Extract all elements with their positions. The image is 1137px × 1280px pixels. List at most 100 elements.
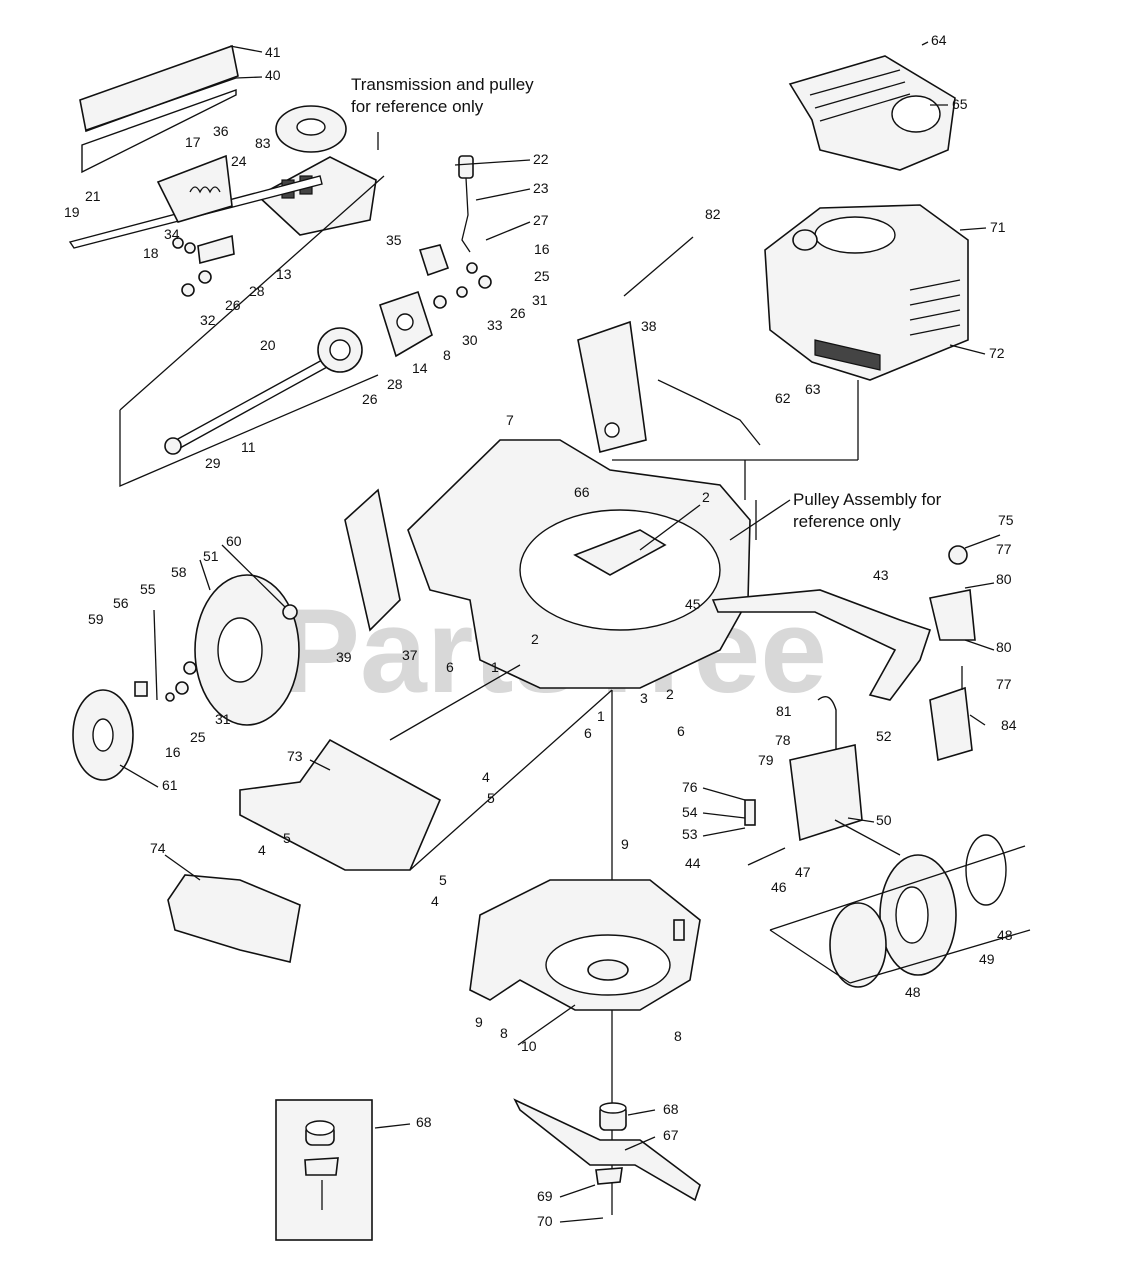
part-callout-19: 19 [64,204,80,220]
part-callout-72: 72 [989,345,1005,361]
part-callout-83: 83 [255,135,271,151]
part-callout-81: 81 [776,703,792,719]
part-callout-16: 16 [165,744,181,760]
part-callout-22: 22 [533,151,549,167]
part-callout-48: 48 [997,927,1013,943]
part-callout-27: 27 [533,212,549,228]
hubcap-48-front [829,902,887,988]
note-transmission-line1: Transmission and pulley [351,75,534,94]
nut-29 [164,437,182,455]
part-callout-73: 73 [287,748,303,764]
part-callout-45: 45 [685,596,701,612]
engine-group [612,55,969,461]
part-callout-5: 5 [487,790,495,806]
part-callout-14: 14 [412,360,428,376]
chute-73 [239,738,442,871]
part-callout-6: 6 [584,725,592,741]
part-callout-8: 8 [443,347,451,363]
bracket-13 [197,234,235,265]
part-callout-76: 76 [682,779,698,795]
part-callout-35: 35 [386,232,402,248]
part-callout-38: 38 [641,318,657,334]
bracket-36 [156,154,233,223]
callout-labels: 4140173624832119341813282632222327162531… [64,32,1017,1229]
engine-shroud-65 [788,55,956,171]
part-callout-6: 6 [677,723,685,739]
part-callout-75: 75 [998,512,1014,528]
bracket-84 [929,686,973,762]
part-callout-31: 31 [215,711,231,727]
part-callout-44: 44 [685,855,701,871]
part-callout-37: 37 [402,647,418,663]
part-callout-31: 31 [532,292,548,308]
part-callout-34: 34 [164,226,180,242]
part-callout-84: 84 [1001,717,1017,733]
part-callout-67: 67 [663,1127,679,1143]
part-callout-26: 26 [362,391,378,407]
part-callout-63: 63 [805,381,821,397]
part-callout-53: 53 [682,826,698,842]
part-callout-20: 20 [260,337,276,353]
height-adjuster-44 [789,744,863,842]
transmission-body [256,156,377,236]
part-callout-41: 41 [265,44,281,60]
part-callout-3: 3 [640,690,648,706]
part-callout-82: 82 [705,206,721,222]
part-callout-55: 55 [140,581,156,597]
part-callout-51: 51 [203,548,219,564]
part-callout-8: 8 [674,1028,682,1044]
chute-group [167,664,613,963]
part-callout-60: 60 [226,533,242,549]
chute-74 [167,874,301,963]
part-callout-26: 26 [225,297,241,313]
part-callout-56: 56 [113,595,129,611]
handle-43 [711,589,932,701]
pulley-66 [573,529,667,576]
part-callout-33: 33 [487,317,503,333]
part-callout-24: 24 [231,153,247,169]
part-callout-4: 4 [482,769,490,785]
note-pulley-line2: reference only [793,512,901,531]
part-callout-77: 77 [996,541,1012,557]
part-callout-5: 5 [439,872,447,888]
part-callout-40: 40 [265,67,281,83]
part-callout-2: 2 [531,631,539,647]
part-callout-36: 36 [213,123,229,139]
part-callout-26: 26 [510,305,526,321]
part-callout-18: 18 [143,245,159,261]
leader-lines [119,41,1001,1223]
part-callout-28: 28 [387,376,403,392]
part-callout-7: 7 [506,412,514,428]
blade-group [275,1098,701,1241]
blade-67 [513,1098,701,1202]
hubcap-48-back [965,834,1007,906]
baffle-group [469,879,701,1011]
part-callout-59: 59 [88,611,104,627]
part-callout-32: 32 [200,312,216,328]
deck-group [72,320,761,1215]
part-callout-71: 71 [990,219,1006,235]
part-callout-77: 77 [996,676,1012,692]
part-callout-80: 80 [996,639,1012,655]
part-callout-68: 68 [416,1114,432,1130]
engine-71 [764,204,969,381]
part-callout-49: 49 [979,951,995,967]
part-callout-28: 28 [249,283,265,299]
part-callout-52: 52 [876,728,892,744]
part-callout-4: 4 [258,842,266,858]
note-pulley-line1: Pulley Assembly for [793,490,942,509]
part-callout-1: 1 [597,708,605,724]
shield-plate [81,89,237,174]
part-callout-47: 47 [795,864,811,880]
part-callout-54: 54 [682,804,698,820]
part-callout-6: 6 [446,659,454,675]
part-callout-25: 25 [534,268,550,284]
part-callout-50: 50 [876,812,892,828]
part-callout-23: 23 [533,180,549,196]
lever-bracket [418,244,450,277]
part-callout-4: 4 [431,893,439,909]
part-callout-9: 9 [475,1014,483,1030]
part-callout-78: 78 [775,732,791,748]
part-callout-46: 46 [771,879,787,895]
